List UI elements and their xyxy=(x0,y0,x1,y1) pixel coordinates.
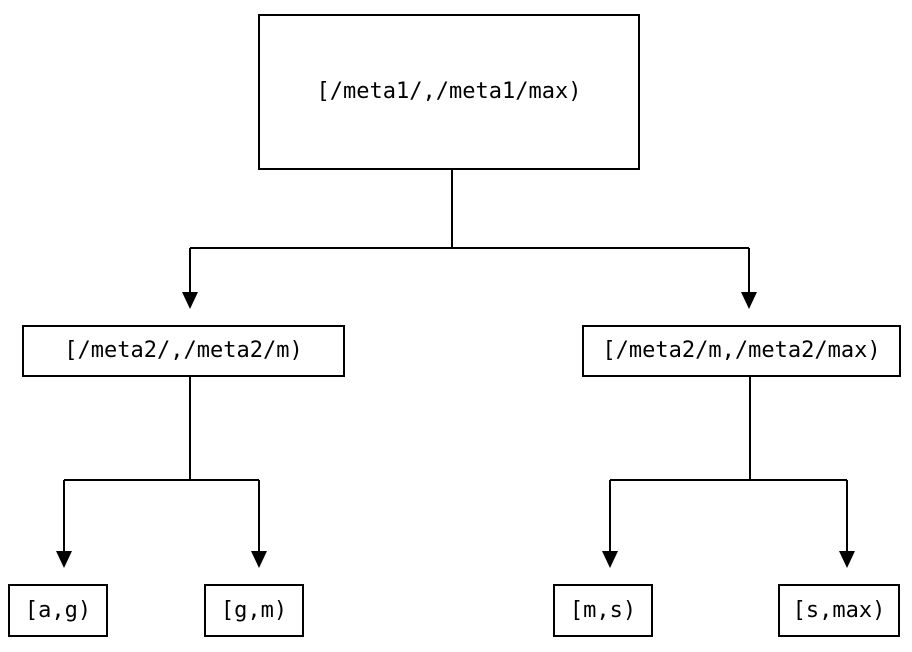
arrow-down-icon xyxy=(182,292,198,309)
connector-root-to-level2 xyxy=(189,170,750,292)
node-root-range: [/meta1/,/meta1/max) xyxy=(258,14,640,170)
connector-meta2-left-to-leaves xyxy=(63,377,260,551)
arrow-down-icon xyxy=(56,551,72,568)
arrow-down-icon xyxy=(251,551,267,568)
arrow-down-icon xyxy=(741,292,757,309)
leaf-node-m-s: [m,s) xyxy=(553,584,653,637)
arrow-down-icon xyxy=(602,551,618,568)
leaf-node-g-m: [g,m) xyxy=(204,584,304,637)
leaf-node-a-g: [a,g) xyxy=(8,584,108,637)
node-meta2-right-range: [/meta2/m,/meta2/max) xyxy=(582,325,901,377)
arrow-down-icon xyxy=(839,551,855,568)
node-meta2-left-range: [/meta2/,/meta2/m) xyxy=(22,325,345,377)
connector-meta2-right-to-leaves xyxy=(609,377,848,551)
leaf-node-s-max: [s,max) xyxy=(778,584,900,637)
